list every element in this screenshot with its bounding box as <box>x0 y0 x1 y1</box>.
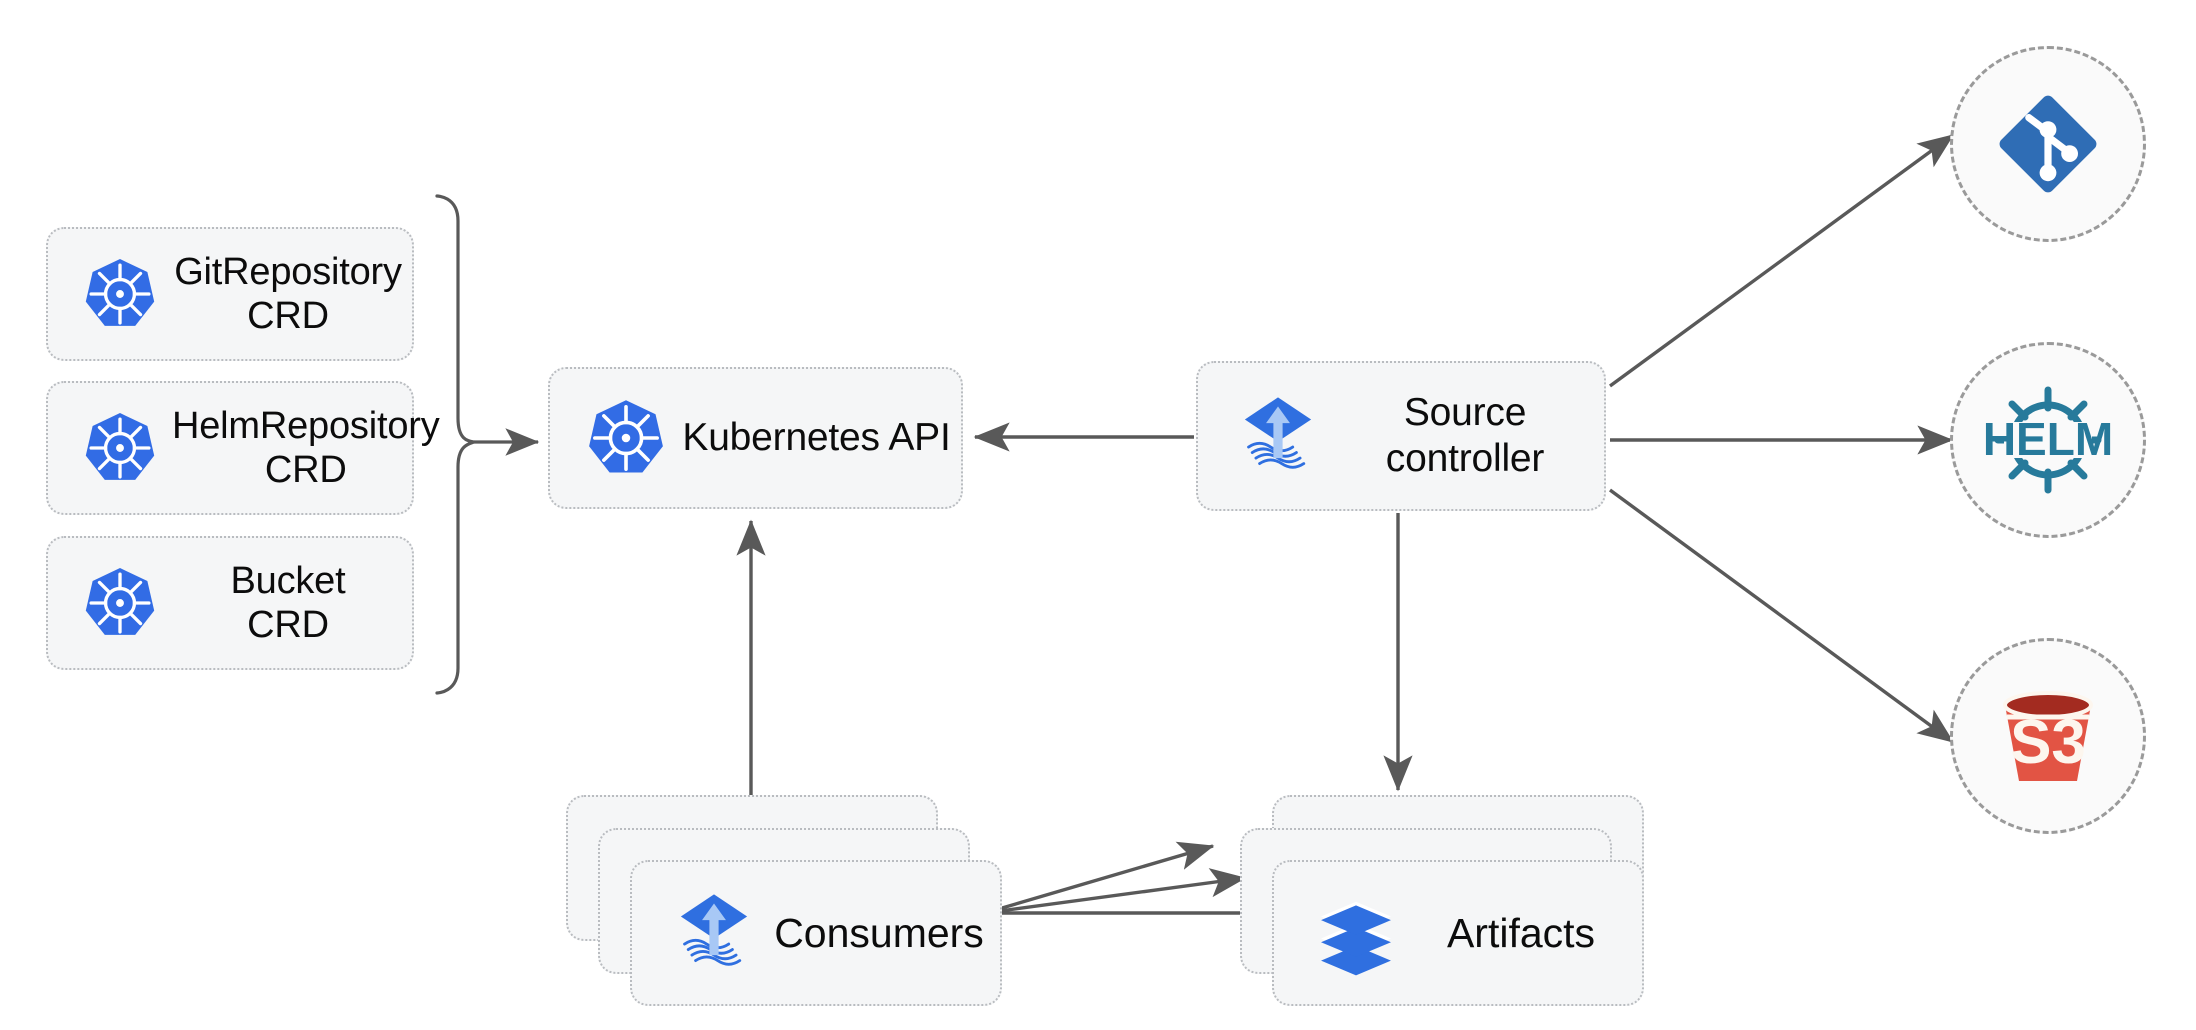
edge-consumers-to-artifacts-fan <box>984 841 1280 928</box>
s3-label: S3 <box>2010 708 2086 777</box>
edge-source-to-git <box>1608 133 1955 388</box>
flux-source-controller-icon <box>1222 390 1334 482</box>
edge-source-to-s3 <box>1608 488 1955 744</box>
crd-card-bucket[interactable]: Bucket CRD <box>46 536 414 670</box>
crd-card-label: GitRepository CRD <box>174 250 402 337</box>
node-source-controller[interactable]: Source controller <box>1196 361 1606 511</box>
crd-card-label: HelmRepository CRD <box>172 404 440 491</box>
external-node-helm[interactable]: HELM <box>1950 342 2146 538</box>
layers-icon <box>1298 887 1414 979</box>
kubernetes-icon <box>572 397 680 479</box>
node-label: Artifacts <box>1446 909 1596 956</box>
crd-card-gitrepository[interactable]: GitRepository CRD <box>46 227 414 361</box>
kubernetes-icon <box>68 410 172 486</box>
node-kubernetes-api[interactable]: Kubernetes API <box>548 367 963 509</box>
external-node-s3[interactable]: S3 <box>1950 638 2146 834</box>
node-label: Kubernetes API <box>682 416 951 460</box>
node-label: Source controller <box>1385 391 1545 480</box>
kubernetes-icon <box>68 256 172 332</box>
flux-source-controller-icon <box>656 887 772 979</box>
git-icon <box>1999 95 2097 193</box>
helm-icon: HELM <box>1983 386 2113 494</box>
node-label: Consumers <box>774 909 984 956</box>
node-consumers[interactable]: Consumers <box>630 860 1002 1006</box>
node-artifacts[interactable]: Artifacts <box>1272 860 1644 1006</box>
crd-card-helmrepository[interactable]: HelmRepository CRD <box>46 381 440 515</box>
kubernetes-icon <box>68 565 172 641</box>
external-node-git[interactable] <box>1950 46 2146 242</box>
crd-card-label: Bucket CRD <box>230 559 346 646</box>
helm-label: HELM <box>1983 413 2113 465</box>
s3-bucket-icon: S3 <box>2003 691 2093 781</box>
